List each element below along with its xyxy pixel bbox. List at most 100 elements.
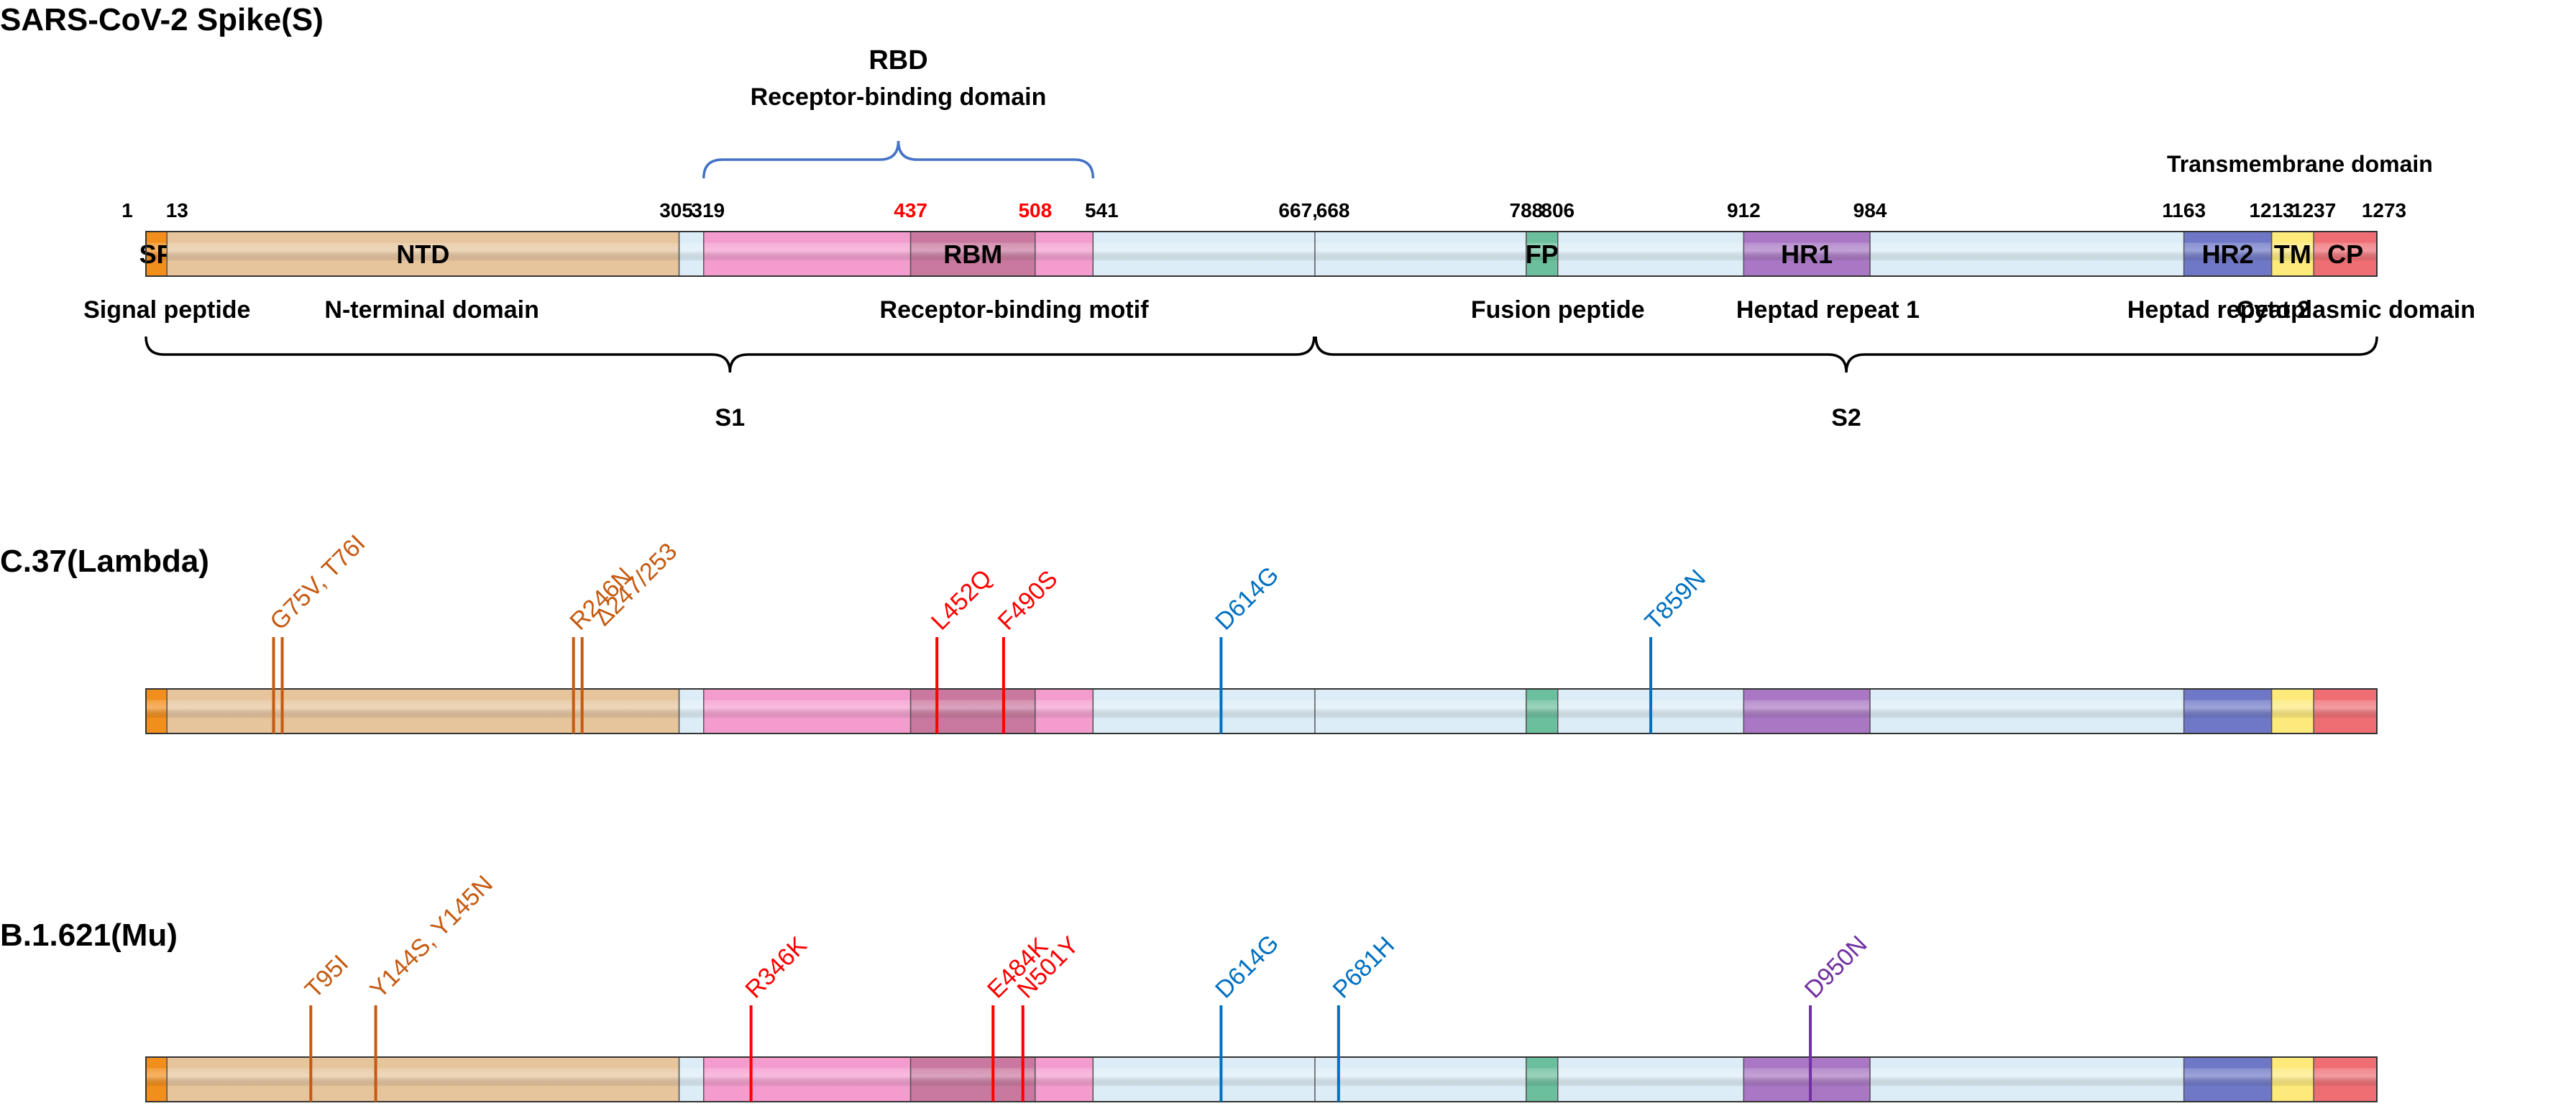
position-number: 1163 xyxy=(2162,199,2206,221)
variant-domain-shine xyxy=(910,1068,1035,1087)
domain-label-fp: FP xyxy=(1526,239,1559,269)
domain-description: Signal peptide xyxy=(83,296,250,324)
tm-domain-label: Transmembrane domain xyxy=(2167,151,2433,177)
rbd-bracket xyxy=(702,140,1095,179)
variant-name: C.37(Lambda) xyxy=(0,544,209,579)
position-number: 788 xyxy=(1510,199,1544,221)
reference-domain-shine xyxy=(2271,242,2314,261)
domain-label-hr2: HR2 xyxy=(2202,239,2254,269)
position-number: 13 xyxy=(166,199,188,221)
variant-bar xyxy=(145,688,2378,734)
position-number: 1 xyxy=(122,199,133,221)
mutation-label: F490S xyxy=(993,565,1063,636)
mutation-label: T95I xyxy=(300,950,354,1004)
mutation-label: D950N xyxy=(1800,931,1873,1004)
subunit-brace-s2 xyxy=(1314,336,2378,373)
position-number: 667, xyxy=(1278,199,1318,221)
domain-label-rbm: RBM xyxy=(943,239,1002,269)
reference-domain-shine xyxy=(1035,242,1094,261)
position-number: 912 xyxy=(1727,199,1761,221)
reference-domain-shine xyxy=(679,242,704,261)
variant-domain-shine xyxy=(1743,700,1870,718)
domain-description: N-terminal domain xyxy=(324,296,538,324)
variant-domain-shine xyxy=(1743,1068,1870,1087)
domain-description: Receptor-binding motif xyxy=(880,296,1150,324)
variant-bar-outline xyxy=(145,1056,2378,1102)
variant-domain-shine xyxy=(1093,1068,1526,1087)
variant-domain-shine xyxy=(679,700,704,718)
rbd-sublabel: Receptor-binding domain xyxy=(751,83,1047,111)
variant-domain-shine xyxy=(2183,1068,2272,1087)
position-number: 806 xyxy=(1541,199,1575,221)
variant-domain-shine xyxy=(1526,700,1558,718)
mutation-label: P681H xyxy=(1328,931,1400,1003)
reference-domain-shine xyxy=(1869,242,2184,261)
variant-bar xyxy=(145,1056,2378,1102)
reference-domain-shine xyxy=(1526,242,1558,261)
position-number: 319 xyxy=(691,199,725,221)
mutation-label: Y144S, Y145N xyxy=(365,870,498,1003)
rbd-label: RBD xyxy=(868,45,927,76)
domain-label-tm: TM xyxy=(2274,239,2311,269)
position-number: 437 xyxy=(894,199,927,221)
reference-domain-shine xyxy=(1093,242,1526,261)
position-number: 1213 xyxy=(2249,199,2293,221)
position-number: 541 xyxy=(1085,199,1119,221)
domain-description: Heptad repeat 2 xyxy=(2127,296,2311,324)
position-number: 1237 xyxy=(2291,199,2336,221)
position-number: 1273 xyxy=(2362,199,2406,221)
mutation-label: L452Q xyxy=(926,565,997,636)
mutation-label: D614G xyxy=(1210,562,1284,636)
variant-domain-shine xyxy=(2314,700,2377,718)
variant-domain-shine xyxy=(910,700,1035,718)
domain-label-hr1: HR1 xyxy=(1781,239,1833,269)
subunit-brace-s1 xyxy=(145,336,1316,373)
variant-domain-shine xyxy=(1526,1068,1558,1087)
domain-label-ntd: NTD xyxy=(396,239,449,269)
domain-label-cp: CP xyxy=(2327,239,2363,269)
mutation-label: G75V, T76I xyxy=(265,529,370,635)
variant-domain-shine xyxy=(2314,1068,2377,1087)
variant-domain-shine xyxy=(167,700,679,718)
variant-domain-shine xyxy=(1557,1068,1744,1087)
variant-domain-shine xyxy=(1869,700,2184,718)
domain-descriptions: Signal peptide N-terminal domain Receptor-… xyxy=(83,296,2475,324)
variant-name: B.1.621(Mu) xyxy=(0,918,178,953)
variant-domain-shine xyxy=(2271,1068,2314,1087)
domain-description: Heptad repeat 1 xyxy=(1736,296,1920,324)
reference-domain-shine xyxy=(167,242,679,261)
variant-domain-shine xyxy=(146,1068,168,1087)
reference-domain-shine xyxy=(146,242,168,261)
subunit-label-s2: S2 xyxy=(1831,404,1861,431)
variant-domain-shine xyxy=(1035,1068,1094,1087)
mutation-label: R346K xyxy=(740,931,812,1004)
variant-domain-shine xyxy=(679,1068,704,1087)
variant-domain-shine xyxy=(2271,700,2314,718)
variant-domain-shine xyxy=(1869,1068,2184,1087)
variant-domain-shine xyxy=(703,700,911,718)
figure-title: SARS-CoV-2 Spike(S) xyxy=(0,2,324,37)
reference-domain-shine xyxy=(2183,242,2272,261)
mutation-label: T859N xyxy=(1640,565,1711,636)
variant-bar-outline xyxy=(145,688,2378,734)
domain-description: Fusion peptide xyxy=(1471,296,1645,324)
variant-domain-shine xyxy=(1093,700,1526,718)
reference-domain-shine xyxy=(1743,242,1870,261)
variant-domain-shine xyxy=(2183,700,2272,718)
position-number: 668 xyxy=(1316,199,1350,221)
position-number: 305 xyxy=(659,199,693,221)
subunit-label-s1: S1 xyxy=(715,404,746,431)
mutation-label: D614G xyxy=(1210,930,1284,1004)
position-number: 508 xyxy=(1018,199,1052,221)
variant-domain-shine xyxy=(146,700,168,718)
variant-domain-shine xyxy=(167,1068,679,1087)
variant-domain-shine xyxy=(1035,700,1094,718)
reference-domain-shine xyxy=(910,242,1035,261)
